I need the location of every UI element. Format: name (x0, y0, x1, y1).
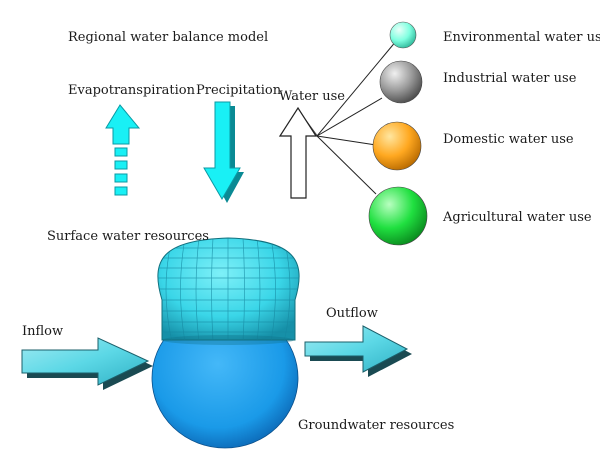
groundwater-label: Groundwater resources (298, 418, 455, 433)
water-use-label: Water use (279, 89, 345, 104)
precipitation-label: Precipitation (196, 83, 282, 98)
water-use-arrow (278, 106, 318, 199)
environmental-use-sphere (389, 21, 417, 49)
outflow-arrow (304, 325, 412, 377)
industrial-use-label: Industrial water use (443, 71, 577, 86)
surface-water-dome (157, 237, 300, 345)
surface-water-label: Surface water resources (47, 229, 209, 244)
industrial-use-sphere (379, 60, 423, 104)
precipitation-arrow (203, 101, 244, 203)
agricultural-use-label: Agricultural water use (443, 210, 592, 225)
diagram-title: Regional water balance model (68, 30, 269, 45)
environmental-use-label: Environmental water use (443, 30, 600, 45)
outflow-label: Outflow (326, 306, 378, 321)
inflow-label: Inflow (22, 324, 64, 339)
evapotranspiration-label: Evapotranspiration (68, 83, 195, 98)
agricultural-use-sphere (368, 186, 428, 246)
domestic-use-label: Domestic water use (443, 132, 574, 147)
water-use-connectors (316, 39, 398, 195)
inflow-arrow (21, 337, 153, 390)
evapotranspiration-arrow (105, 104, 141, 196)
domestic-use-sphere (372, 121, 422, 171)
